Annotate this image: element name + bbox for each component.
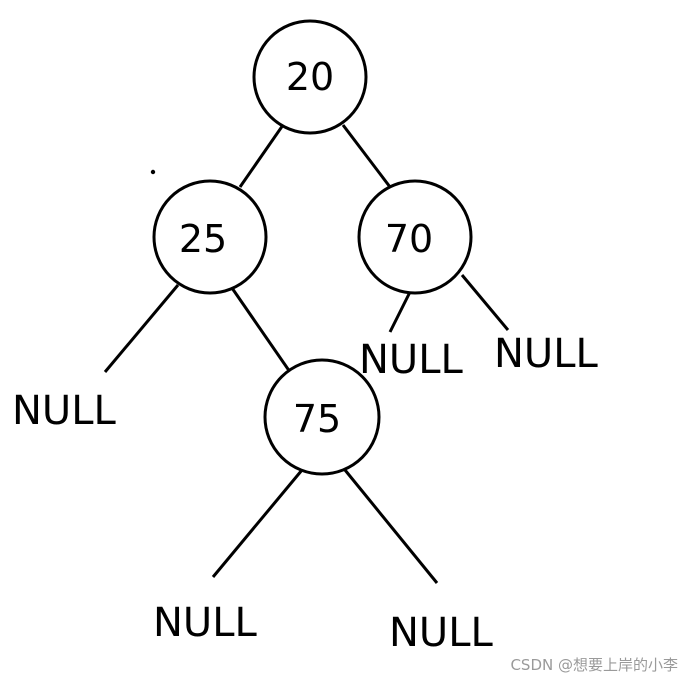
null-leaf: NULL: [359, 337, 463, 383]
node-circle: [357, 179, 473, 295]
node-label: 75: [293, 397, 341, 441]
watermark: CSDN @想要上岸的小李: [510, 656, 678, 674]
edge-20-25: [238, 124, 285, 188]
edge-75-null-right: [343, 469, 439, 584]
tree-node-25: 25: [152, 179, 268, 295]
tree-node-20: 20: [252, 19, 368, 135]
node-label: 25: [179, 217, 227, 261]
tree-node-75: 75: [263, 358, 381, 476]
null-leaf: NULL: [494, 331, 598, 377]
node-circle: [263, 358, 381, 476]
edge-20-70: [341, 124, 392, 188]
null-leaf: NULL: [153, 600, 257, 646]
edge-70-null-left: [388, 291, 412, 333]
edge-70-null-right: [460, 274, 510, 331]
null-leaf: NULL: [389, 610, 493, 656]
node-label: 70: [385, 217, 433, 261]
edge-75-null-left: [211, 469, 304, 578]
node-label: 20: [286, 55, 334, 99]
node-circle: [252, 19, 368, 135]
edge-25-75: [230, 287, 292, 373]
node-circle: [152, 179, 268, 295]
stray-dot: [150, 169, 156, 175]
edge-25-null: [103, 284, 180, 373]
tree-node-70: 70: [357, 179, 473, 295]
null-leaf: NULL: [12, 388, 116, 434]
